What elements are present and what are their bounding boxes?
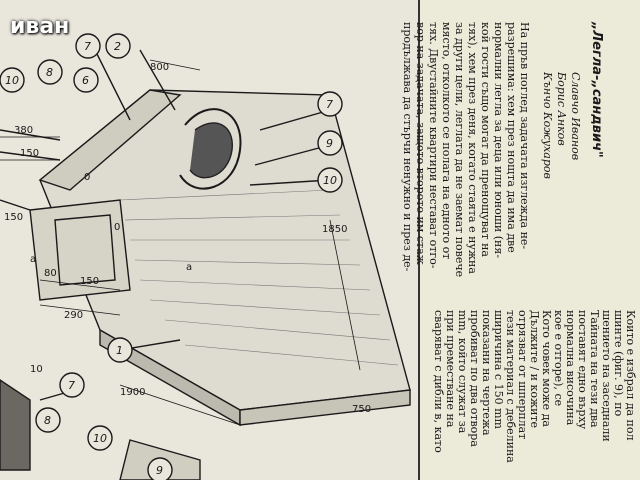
right-column-line: Които е избрал да пол <box>624 310 637 441</box>
body-line: вор на задачата, защото второто им стаж <box>414 22 427 265</box>
dimension-label: 750 <box>352 404 371 415</box>
dimension-label: 1900 <box>120 387 145 398</box>
part-label: 2 <box>114 40 121 53</box>
right-column-line: шинте (фиг. 9), по <box>612 310 625 417</box>
part-label: 10 <box>323 174 337 187</box>
author-name: Борис Анков <box>555 72 568 146</box>
right-column-line: шението на заседнали <box>600 310 613 442</box>
dimension-label: 800 <box>150 62 169 73</box>
right-column-line: тези материал с дебелина <box>504 310 517 463</box>
part-label: 9 <box>156 464 163 477</box>
right-column-line: mm, който служат за <box>456 310 469 434</box>
right-column-line: показани на чертежа <box>480 310 493 436</box>
body-line: тях. Двустайните квартири нестават отго- <box>427 22 440 269</box>
author-name: Славчо Иванов <box>569 72 582 161</box>
right-column-line: нормална височина <box>564 310 577 426</box>
body-line: нормални легла за деца или юноши (ня- <box>492 22 505 259</box>
dimension-label: 150 <box>80 276 99 287</box>
dimension-label: a <box>30 254 36 265</box>
part-label: 1 <box>116 344 123 357</box>
adjacent-page <box>418 0 640 480</box>
dimension-label: 150 <box>20 148 39 159</box>
part-label: 9 <box>326 137 333 150</box>
part-label: 7 <box>326 98 333 111</box>
body-line: за други цели, леглата да не заемат пове… <box>453 22 466 278</box>
article-title: „Легла-„сандвич" <box>589 22 604 158</box>
author-name: Кънчо Кожухаров <box>541 72 554 179</box>
body-line: продължава да стърчи ненужно и през де- <box>401 22 414 272</box>
right-column-line: кое е отгоре), се <box>552 310 565 407</box>
right-column-line: пробиват по два отвора <box>468 310 481 447</box>
part-label: 8 <box>46 66 53 79</box>
right-column-line: при преместване на <box>444 310 457 428</box>
watermark: иван <box>10 14 70 39</box>
right-column-line: Кото човек може да <box>540 310 553 427</box>
body-line: На пръв поглед задачата изглежда не- <box>518 22 531 250</box>
dimension-label: 1850 <box>322 224 347 235</box>
dimension-label: 0 <box>114 222 120 233</box>
part-label: 6 <box>82 74 89 87</box>
dimension-label: 0 <box>84 172 90 183</box>
dimension-label: 80 <box>44 268 57 279</box>
dimension-label: 380 <box>14 125 33 136</box>
right-column-line: Дължите / и кожите <box>528 310 541 429</box>
dimension-label: 290 <box>64 310 83 321</box>
body-line: място, отколкото се полага на едното от <box>440 22 453 260</box>
body-line: кой гости също могат да пренощуват на <box>479 22 492 257</box>
right-column-line: поставят едно върху <box>576 310 589 430</box>
part-label: 8 <box>44 414 51 427</box>
right-column-line: сваряват с дибли в, като <box>432 310 445 453</box>
body-line: разрешима: хем през нощта да има две <box>505 22 518 253</box>
part-label: 7 <box>68 379 75 392</box>
body-line: тях), хем през деня, когато стаята е нуж… <box>466 22 479 274</box>
right-column-line: отрязват от шперплат <box>516 310 529 440</box>
dimension-label: a <box>186 262 192 273</box>
right-column-line: ширичина с 150 mm <box>492 310 505 429</box>
part-label: 10 <box>5 74 19 87</box>
part-label: 7 <box>84 40 91 53</box>
dimension-label: 10 <box>30 364 43 375</box>
dimension-label: 150 <box>4 212 23 223</box>
right-column-line: Тайната на тези два <box>588 310 601 428</box>
part-label: 10 <box>93 432 107 445</box>
